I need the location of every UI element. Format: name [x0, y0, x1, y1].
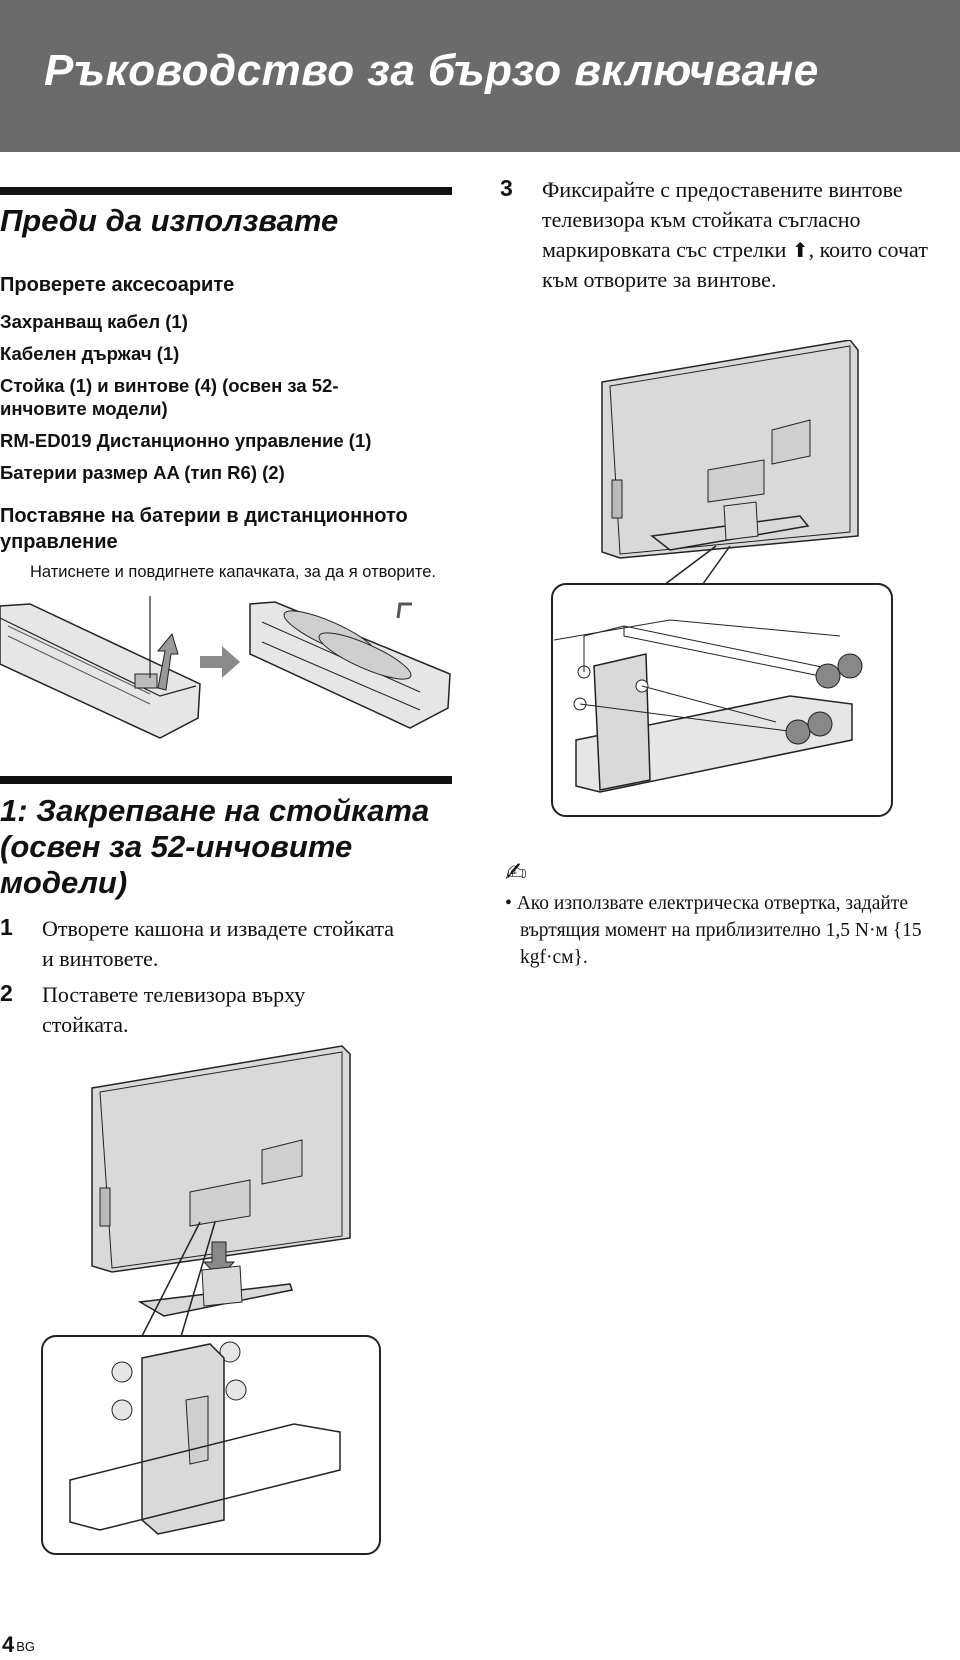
- accessories-list: Захранващ кабел (1) Кабелен държач (1) С…: [0, 310, 440, 493]
- list-item: Захранващ кабел (1): [0, 311, 188, 332]
- section-rule: [0, 187, 452, 195]
- step-number: 3: [500, 175, 513, 201]
- before-use-title: Преди да използвате: [0, 203, 339, 238]
- batteries-heading: Поставяне на батерии в дистанционното уп…: [0, 505, 408, 553]
- step-3: 3 Фиксирайте с предоставените винтове те…: [500, 175, 960, 325]
- remote-battery-illustration: [0, 596, 451, 739]
- step-number: 2: [0, 980, 13, 1006]
- tip-text: • Ако използвате електрическа отвертка, …: [505, 893, 922, 968]
- list-item: Стойка (1) и винтове (4) (освен за 52-ин…: [0, 375, 339, 419]
- section-rule: [0, 776, 452, 784]
- stand-section-title: 1: Закрепване на стойката (освен за 52-и…: [0, 793, 430, 900]
- step-1: 1 Отворете кашона и извадете стойката и …: [0, 914, 452, 978]
- header-banner: Ръководство за бързо включване: [0, 0, 960, 152]
- step-text: Поставете телевизора върху стойката.: [42, 982, 306, 1037]
- list-item: Батерии размер AA (тип R6) (2): [0, 462, 285, 483]
- step-text: Отворете кашона и извадете стойката и ви…: [42, 916, 394, 971]
- pencil-note-icon: ✍: [505, 858, 527, 888]
- tv-screws-illustration: [551, 340, 893, 817]
- arrow-mark-icon: ⬆: [791, 238, 809, 262]
- tv-on-stand-illustration: [41, 1045, 381, 1555]
- step-text: Фиксирайте с предоставените винтове теле…: [542, 177, 928, 292]
- list-item: RM-ED019 Дистанционно управление (1): [0, 430, 372, 451]
- accessories-heading: Проверете аксесоарите: [0, 274, 235, 296]
- list-item: Кабелен държач (1): [0, 343, 180, 364]
- step-number: 1: [0, 914, 13, 940]
- batteries-note: Натиснете и повдигнете капачката, за да …: [30, 563, 436, 581]
- step-2: 2 Поставете телевизора върху стойката.: [0, 980, 452, 1044]
- page-title: Ръководство за бързо включване: [44, 46, 819, 95]
